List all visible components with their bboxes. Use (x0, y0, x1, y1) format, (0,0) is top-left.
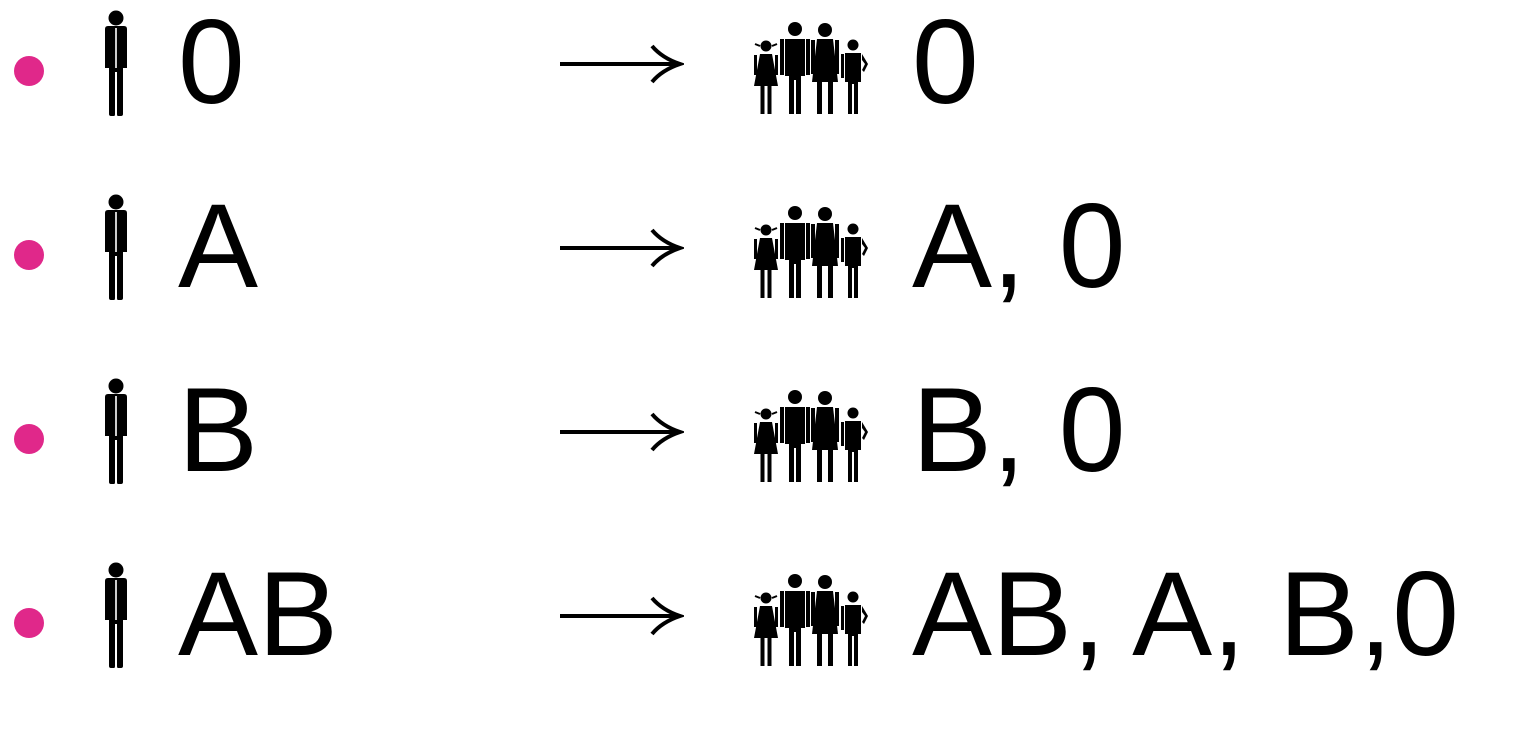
bullet-icon (14, 608, 44, 638)
list-item: A (0, 184, 1516, 368)
arrow-right-icon (560, 228, 684, 268)
bullet-icon (14, 240, 44, 270)
arrow-right-icon (560, 44, 684, 84)
arrow-right-icon (560, 596, 684, 636)
list-item: B (0, 368, 1516, 552)
person-icon (105, 378, 127, 484)
parent-blood-type: 0 (178, 0, 245, 129)
family-icon (754, 390, 868, 482)
family-icon (754, 206, 868, 298)
parent-blood-type: AB (178, 547, 339, 681)
family-icon (754, 574, 868, 666)
child-blood-types: AB, A, B,0 (912, 547, 1459, 681)
person-icon (105, 562, 127, 668)
bullet-icon (14, 56, 44, 86)
person-icon (105, 194, 127, 300)
child-blood-types: B, 0 (912, 363, 1126, 497)
child-blood-types: 0 (912, 0, 979, 129)
family-icon (754, 22, 868, 114)
parent-blood-type: A (178, 179, 259, 313)
person-icon (105, 10, 127, 116)
arrow-right-icon (560, 412, 684, 452)
child-blood-types: A, 0 (912, 179, 1126, 313)
parent-blood-type: B (178, 363, 259, 497)
bullet-icon (14, 424, 44, 454)
list-item: AB (0, 552, 1516, 736)
list-item: 0 (0, 0, 1516, 184)
